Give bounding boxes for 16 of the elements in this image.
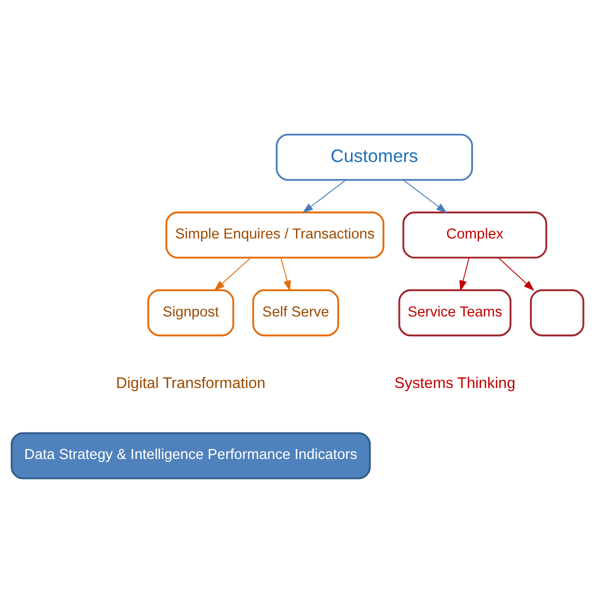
arrow: [402, 178, 448, 213]
node-box: Signpost: [147, 288, 234, 336]
node-box: Customers: [276, 133, 473, 180]
arrow: [498, 256, 534, 290]
node-box: Service Teams: [398, 288, 512, 336]
node-box: Simple Enquires / Transactions: [165, 211, 384, 258]
label: Systems Thinking: [394, 374, 516, 392]
arrow: [214, 256, 251, 290]
arrow: [280, 256, 291, 291]
arrow: [302, 178, 346, 213]
node-box: Self Serve: [252, 288, 340, 336]
node-box: Complex: [402, 211, 548, 258]
node-box: Data Strategy & Intelligence Performance Indicators: [10, 432, 371, 479]
label: Digital Transformation: [116, 374, 266, 392]
arrow: [459, 256, 470, 291]
node-box: [530, 288, 584, 336]
